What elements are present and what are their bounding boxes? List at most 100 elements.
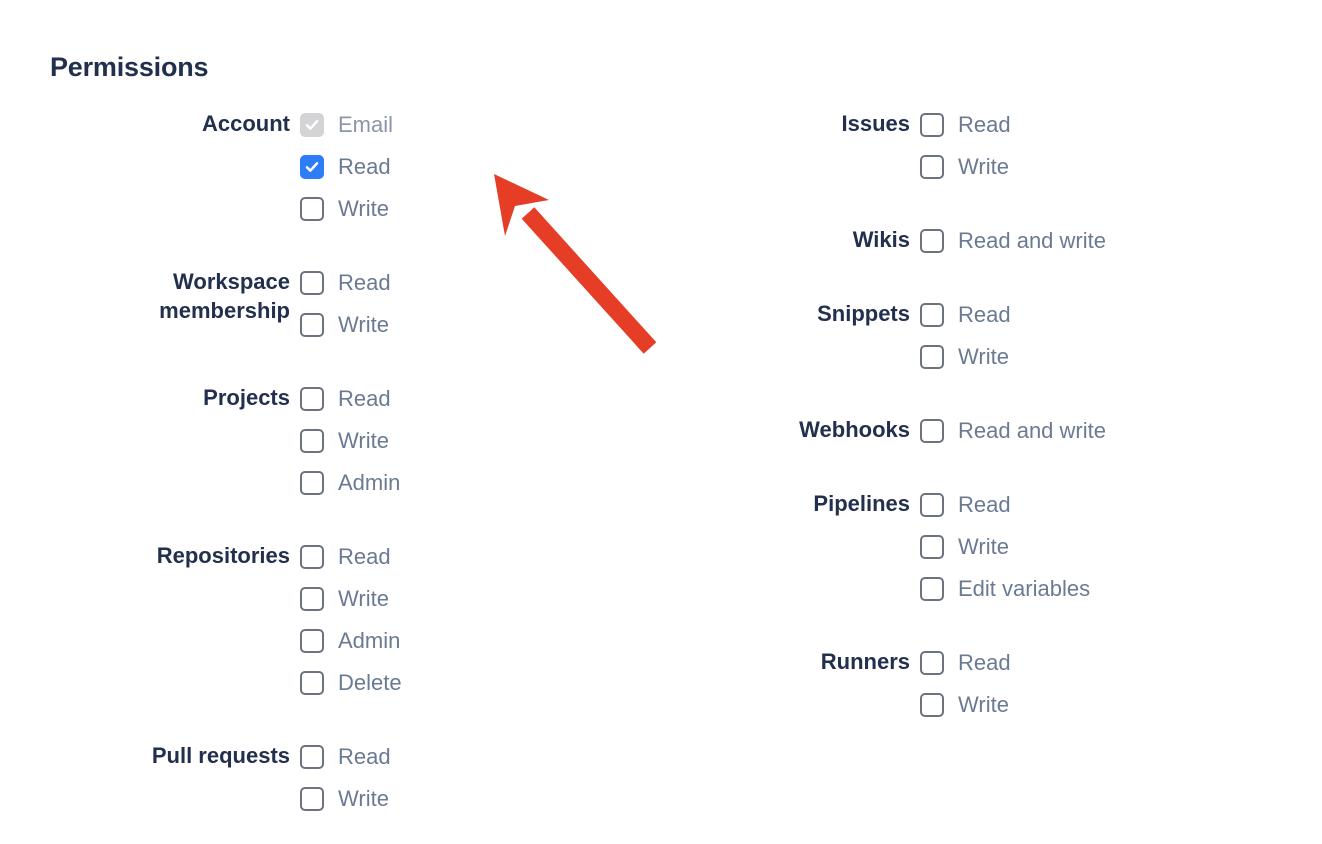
checkbox-delete[interactable] — [300, 671, 324, 695]
permission-option-row[interactable]: Write — [300, 188, 393, 230]
checkbox-read[interactable] — [300, 155, 324, 179]
permission-group: Wikis Read and write — [620, 220, 1260, 262]
permission-option-row[interactable]: Delete — [300, 662, 402, 704]
checkbox-read[interactable] — [300, 271, 324, 295]
permission-group-label: Workspace membership — [159, 269, 290, 323]
permission-option-row[interactable]: Edit variables — [920, 568, 1090, 610]
checkbox-read[interactable] — [920, 651, 944, 675]
permission-option-label: Write — [958, 154, 1009, 179]
permission-option-label: Read — [958, 492, 1011, 517]
permission-option-label: Read — [958, 302, 1011, 327]
permission-option-row[interactable]: Read — [300, 378, 400, 420]
permission-option-row[interactable]: Email — [300, 104, 393, 146]
checkbox-read-and-write[interactable] — [920, 229, 944, 253]
permission-option-row[interactable]: Read — [300, 536, 402, 578]
permission-option-label: Write — [958, 534, 1009, 559]
permission-option-row[interactable]: Read and write — [920, 410, 1106, 452]
permission-option-row[interactable]: Admin — [300, 462, 400, 504]
permission-option-row[interactable]: Read — [920, 294, 1011, 336]
checkbox-write[interactable] — [920, 155, 944, 179]
checkbox-edit-variables[interactable] — [920, 577, 944, 601]
permission-option-label: Read and write — [958, 228, 1106, 253]
checkbox-read[interactable] — [920, 113, 944, 137]
checkbox-read[interactable] — [300, 745, 324, 769]
permission-option-label: Read — [338, 154, 391, 179]
permission-option-row[interactable]: Read — [300, 146, 393, 188]
checkbox-write[interactable] — [920, 693, 944, 717]
checkbox-write[interactable] — [300, 429, 324, 453]
permission-option-row[interactable]: Read — [920, 104, 1011, 146]
checkbox-write[interactable] — [920, 345, 944, 369]
permission-option-row[interactable]: Write — [920, 336, 1011, 378]
checkbox-read-and-write[interactable] — [920, 419, 944, 443]
permission-group-label: Projects — [203, 385, 290, 410]
permission-group-label: Issues — [841, 111, 911, 136]
permission-option-label: Write — [958, 344, 1009, 369]
permission-option-row[interactable]: Read — [920, 484, 1090, 526]
checkbox-write[interactable] — [300, 587, 324, 611]
permission-option-label: Write — [338, 196, 389, 221]
permission-group: Webhooks Read and write — [620, 410, 1260, 452]
permission-option-label: Write — [338, 786, 389, 811]
permission-option-label: Read — [338, 270, 391, 295]
permission-option-list: Read and write — [920, 410, 1106, 452]
permission-option-label: Email — [338, 112, 394, 137]
permission-group-label: Wikis — [852, 227, 910, 252]
permission-group-label: Account — [202, 111, 290, 136]
checkbox-write[interactable] — [300, 787, 324, 811]
permission-option-row[interactable]: Write — [300, 778, 391, 820]
permission-option-row[interactable]: Write — [920, 526, 1090, 568]
permission-option-row[interactable]: Read — [300, 736, 391, 778]
permission-option-label: Read — [958, 112, 1011, 137]
permission-option-label: Write — [958, 692, 1009, 717]
permission-option-row[interactable]: Admin — [300, 620, 402, 662]
checkbox-admin[interactable] — [300, 629, 324, 653]
checkbox-email — [300, 113, 324, 137]
checkbox-write[interactable] — [300, 197, 324, 221]
permission-option-label: Edit variables — [958, 576, 1091, 601]
checkbox-read[interactable] — [300, 545, 324, 569]
permission-group-label: Webhooks — [799, 417, 910, 442]
checkbox-read[interactable] — [920, 493, 944, 517]
permission-option-label: Delete — [338, 670, 402, 695]
permission-option-row[interactable]: Read and write — [920, 220, 1106, 262]
permission-option-label: Admin — [338, 470, 401, 495]
permission-group-label: Pipelines — [813, 491, 910, 516]
permission-group-label: Pull requests — [151, 743, 290, 768]
permission-option-row[interactable]: Write — [300, 420, 400, 462]
checkbox-read[interactable] — [920, 303, 944, 327]
permission-option-row[interactable]: Write — [300, 578, 402, 620]
permission-option-label: Write — [338, 428, 389, 453]
checkbox-write[interactable] — [920, 535, 944, 559]
permission-option-row[interactable]: Write — [920, 684, 1011, 726]
permission-option-row[interactable]: Write — [300, 304, 391, 346]
permission-option-list: Read and write — [920, 220, 1106, 262]
permission-option-row[interactable]: Read — [300, 262, 391, 304]
checkbox-write[interactable] — [300, 313, 324, 337]
permission-option-row[interactable]: Write — [920, 146, 1011, 188]
permission-option-label: Read — [958, 650, 1011, 675]
permission-option-label: Read and write — [958, 418, 1106, 443]
permission-option-row[interactable]: Read — [920, 642, 1011, 684]
permission-option-label: Read — [338, 544, 391, 569]
checkbox-read[interactable] — [300, 387, 324, 411]
page-title: Permissions — [50, 52, 209, 82]
permission-group-label: Snippets — [817, 301, 910, 326]
permission-option-label: Write — [338, 312, 389, 337]
checkbox-admin[interactable] — [300, 471, 324, 495]
